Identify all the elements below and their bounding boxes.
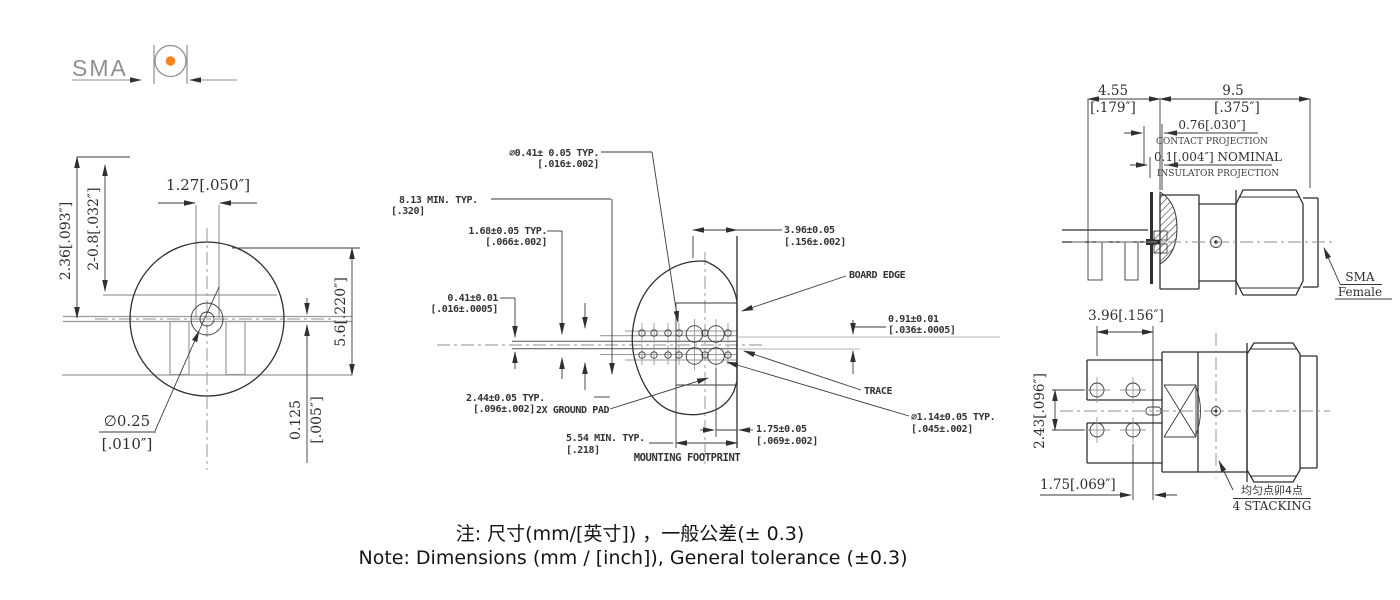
connector-body-top <box>1162 342 1318 483</box>
dia-hole-in: [.010″] <box>102 435 153 453</box>
dim-flange-width: 3.96[.156″] <box>1088 308 1164 324</box>
dim-left-inner: 2-0.8[.032″] <box>86 187 102 270</box>
general-notes: 注: 尺寸(mm/[英寸]) ，一般公差(± 0.3) Note: Dimens… <box>359 523 908 569</box>
label-contact-projection: CONTACT PROJECTION <box>1156 137 1268 147</box>
label-trace-len-in: [.320] <box>391 206 425 217</box>
dim-trace-in: [.005″] <box>309 396 325 443</box>
dim-left-outer: 2.36[.093″] <box>58 202 74 281</box>
dim-contact: 0.76[.030″] <box>1178 118 1245 132</box>
side-view: 4.55 [.179″] 9.5 [.375″] 0.76[.030″] CON… <box>1062 83 1392 300</box>
connector-leg <box>1124 241 1139 281</box>
ground-pad-outline <box>631 260 738 416</box>
label-hole-pitch: 1.75±0.05 <box>756 424 807 435</box>
label-trace-offset-in: [.036±.0005] <box>888 325 955 336</box>
flange-outline <box>1086 352 1163 472</box>
brand-logo: SMA <box>72 44 237 84</box>
label-pad-len-in: [.218] <box>566 445 600 456</box>
front-view: 1.27[.050″] 2.36[.093″] 2-0.8[.032″] 5.6… <box>58 156 360 470</box>
label-hole-dia: ∅1.14±0.05 TYP. <box>911 412 995 423</box>
note-cn: 注: 尺寸(mm/[英寸]) ，一般公差(± 0.3) <box>456 523 805 545</box>
connector-body-side <box>1159 189 1319 296</box>
dim-pin-offset: 1.27[.050″] <box>166 176 250 194</box>
dim-hole-spacing: 2.43[.096″] <box>1032 373 1048 449</box>
stacking-holes <box>1084 377 1146 443</box>
center-pin-hole <box>199 311 215 327</box>
dim-trace-mm: 0.125 <box>288 400 304 440</box>
dia-hole-mm: ∅0.25 <box>104 412 150 430</box>
label-stacking-en: 4 STACKING <box>1233 499 1312 513</box>
label-via-dia: ∅0.41± 0.05 TYP. <box>509 148 599 159</box>
label-edge-dist-in: [.156±.002] <box>784 237 846 248</box>
connector-body-circle <box>129 241 285 397</box>
label-pad-w-in: [.096±.002] <box>473 404 535 415</box>
label-stacking-cn: 均匀点卯4点 <box>1241 484 1303 497</box>
top-down-view: 3.96[.156″] 2.43[.096″] <box>1032 308 1330 513</box>
label-edge-dist: 3.96±0.05 <box>784 225 835 236</box>
label-pad-w: 2.44±0.05 TYP. <box>466 393 545 404</box>
dim-overlap-mm: 4.55 <box>1098 83 1128 99</box>
label-trace-offset: 0.91±0.01 <box>888 314 939 325</box>
label-board-edge: BOARD EDGE <box>849 270 906 281</box>
solder-slot <box>225 320 246 376</box>
dim-length-in: [.375″] <box>1214 100 1260 116</box>
crimp-section <box>1163 384 1201 438</box>
label-via-dia-in: [.016±.002] <box>537 159 599 170</box>
connector-leg <box>1087 241 1103 281</box>
label-trace-w-in: [.016±.0005] <box>431 304 498 315</box>
dim-overlap-in: [.179″] <box>1090 100 1136 116</box>
label-trace-w: 0.41±0.01 <box>447 293 498 304</box>
dim-right: 5.6[.220″] <box>333 277 349 347</box>
label-gap: 1.68±0.05 TYP. <box>468 226 547 237</box>
label-trace: TRACE <box>864 386 892 397</box>
label-gap-in: [.066±.002] <box>485 237 547 248</box>
label-hole-pitch-in: [.069±.002] <box>756 436 818 447</box>
footprint-title: MOUNTING FOOTPRINT <box>634 452 741 464</box>
label-insulator-projection: INSULATOR PROJECTION <box>1157 169 1279 179</box>
via-holes <box>638 325 732 365</box>
label-female: Female <box>1338 285 1382 299</box>
label-sma: SMA <box>1345 270 1375 284</box>
note-en: Note: Dimensions (mm / [inch]), General … <box>359 547 908 569</box>
dim-length-mm: 9.5 <box>1222 83 1243 99</box>
label-trace-len: 8.13 MIN. TYP. <box>399 195 478 206</box>
mounting-footprint-view: ∅0.41± 0.05 TYP. [.016±.002] 8.13 MIN. T… <box>391 148 1000 465</box>
connector-coax-icon <box>154 44 187 78</box>
label-pad-len: 5.54 MIN. TYP. <box>566 433 645 444</box>
solder-slot <box>169 320 190 376</box>
dim-hole-offset: 1.75[.069″] <box>1040 477 1116 493</box>
label-ground-pad: 2X GROUND PAD <box>536 405 609 416</box>
dim-insulator: 0.1[.004″] NOMINAL <box>1154 150 1282 164</box>
brand-text: SMA <box>72 55 128 81</box>
center-pin-dot <box>165 56 176 66</box>
label-hole-dia-in: [.045±.002] <box>911 424 973 435</box>
